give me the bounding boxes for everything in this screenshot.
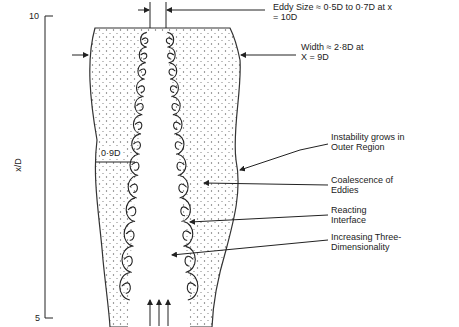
eddy-loop [171, 79, 178, 96]
flow-arrow [168, 300, 169, 326]
eddy-loop [168, 53, 174, 59]
eddy-loop [177, 162, 184, 170]
flow-arrow [159, 300, 160, 326]
eddy-loop [138, 63, 145, 79]
eddy-loop [167, 32, 173, 47]
eddy-loop [135, 97, 142, 115]
leader-line [204, 183, 328, 185]
eddy-loop [175, 142, 182, 150]
eddy-loop [142, 38, 148, 44]
eddy-loop [174, 115, 182, 134]
eddy-loop [185, 256, 193, 266]
eddy-loop [130, 184, 138, 192]
eddy-loop [181, 207, 189, 216]
dimension-label: Width ≈ 2·8D at X = 9D [300, 42, 372, 62]
eddy-loop [139, 47, 145, 63]
eddy-loop [126, 198, 135, 222]
callout-text: Coalescence of Eddies [330, 175, 402, 195]
eddy-loop [141, 53, 147, 59]
dimension-label: Eddy Size ≈ 0·5D to 0·7D at x = 10D [272, 2, 394, 22]
eddy-loop [187, 283, 196, 293]
eddy-loop [124, 256, 132, 266]
outer-region [90, 28, 240, 327]
eddy-loop [122, 246, 132, 272]
eddy-loop [139, 69, 145, 75]
eddy-interface [120, 32, 198, 300]
eddy-loop [137, 79, 144, 96]
dimension-line [150, 2, 151, 28]
flow-arrow [150, 300, 151, 326]
axis-line [45, 16, 46, 318]
eddy-loop [133, 115, 141, 134]
eddy-loop [181, 198, 190, 222]
leader-line [190, 215, 328, 222]
jet-core [128, 32, 190, 327]
eddy-loop [133, 142, 140, 150]
leader-line [240, 144, 328, 170]
eddy-loop [130, 154, 138, 175]
eddy-loop [169, 69, 175, 75]
eddy-loop [128, 176, 137, 198]
eddy-loop [128, 207, 136, 216]
eddy-loop [126, 231, 134, 240]
eddy-loop [170, 63, 177, 79]
eddy-loop [136, 103, 143, 110]
eddy-loop [120, 273, 130, 301]
callout-text: Reacting Interface [330, 205, 402, 225]
axis-tick [45, 16, 53, 17]
eddy-loop [132, 162, 139, 170]
axis-tick-label: 5 [34, 313, 41, 323]
eddy-loop [135, 122, 142, 129]
eddy-loop [174, 122, 181, 129]
dimension-arrow [138, 10, 149, 11]
dimension-label: 0·9D [100, 148, 122, 158]
eddy-loop [176, 134, 184, 154]
eddy-loop [180, 176, 189, 198]
eddy-loop [179, 184, 187, 192]
dimension-line [96, 162, 135, 163]
eddy-loop [170, 86, 177, 93]
eddy-loop [186, 246, 196, 272]
eddy-loop [178, 154, 186, 175]
eddy-loop [122, 283, 131, 293]
eddy-loop [172, 103, 179, 110]
eddy-loop [124, 222, 133, 247]
axis-tick-label: 10 [28, 11, 40, 21]
eddy-loop [169, 47, 175, 63]
dimension-arrow [241, 55, 296, 56]
eddy-loop [138, 86, 145, 93]
eddy-loop [188, 273, 198, 301]
dimension-line [166, 2, 167, 28]
eddy-loop [173, 97, 180, 115]
leader-line [172, 240, 328, 255]
eddy-loop [166, 38, 172, 44]
dimension-arrow [72, 55, 88, 56]
axis-title: x/D [13, 157, 23, 173]
dimension-arrow [167, 10, 265, 11]
eddy-loop [183, 222, 192, 247]
eddy-loop [183, 231, 191, 240]
eddy-loop [141, 32, 147, 47]
callout-text: Instability grows in Outer Region [330, 132, 407, 152]
axis-tick [45, 318, 53, 319]
callout-text: Increasing Three-Dimensionality [330, 232, 427, 252]
eddy-loop [132, 134, 140, 154]
